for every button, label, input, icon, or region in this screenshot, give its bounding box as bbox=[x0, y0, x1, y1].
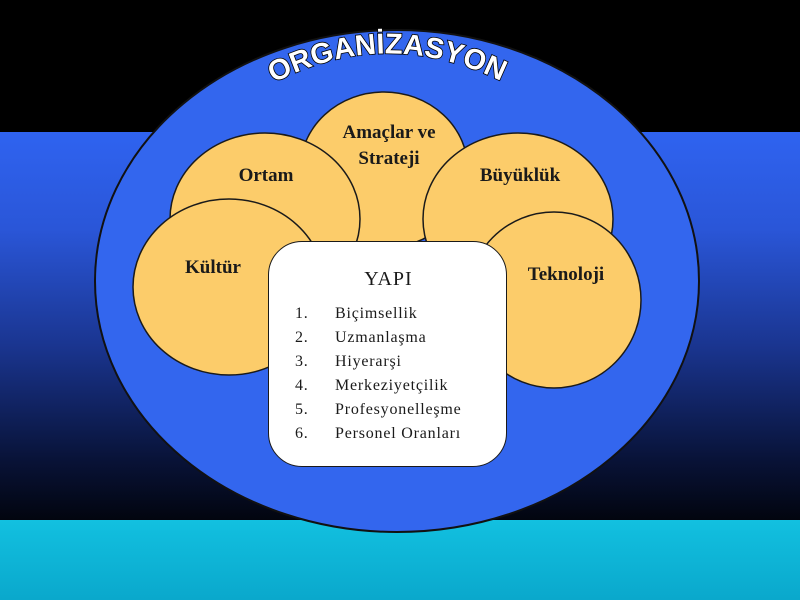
list-item-label: Merkeziyetçilik bbox=[335, 377, 449, 394]
list-item-number: 6. bbox=[295, 425, 309, 442]
label-amaclar-line2: Strateji bbox=[358, 148, 419, 169]
list-item-label: Personel Oranları bbox=[335, 425, 462, 442]
list-item: 4. Merkeziyetçilik bbox=[295, 374, 462, 398]
background-bottom-band bbox=[0, 520, 800, 600]
list-item: 5. Profesyonelleşme bbox=[295, 398, 462, 422]
list-item-number: 1. bbox=[295, 305, 309, 322]
list-item-number: 5. bbox=[295, 401, 309, 418]
list-item-label: Biçimsellik bbox=[335, 305, 418, 322]
list-item: 3. Hiyerarşi bbox=[295, 350, 462, 374]
yapi-title: YAPI bbox=[364, 268, 413, 290]
list-item-number: 3. bbox=[295, 353, 309, 370]
list-item-label: Hiyerarşi bbox=[335, 353, 402, 370]
list-item: 1. Biçimsellik bbox=[295, 302, 462, 326]
list-item-label: Profesyonelleşme bbox=[335, 401, 462, 418]
label-buyukluk: Büyüklük bbox=[480, 165, 561, 186]
list-item-label: Uzmanlaşma bbox=[335, 329, 427, 346]
label-amaclar-line1: Amaçlar ve bbox=[342, 122, 435, 143]
list-item-number: 4. bbox=[295, 377, 309, 394]
yapi-structure-box: YAPI 1. Biçimsellik 2. Uzmanlaşma 3. Hiyera… bbox=[268, 241, 507, 467]
label-ortam: Ortam bbox=[239, 165, 294, 186]
label-teknoloji: Teknoloji bbox=[528, 264, 604, 285]
label-kultur: Kültür bbox=[185, 257, 242, 278]
list-item: 6. Personel Oranları bbox=[295, 422, 462, 446]
yapi-list: 1. Biçimsellik 2. Uzmanlaşma 3. Hiyerarşi 4… bbox=[295, 302, 462, 446]
list-item: 2. Uzmanlaşma bbox=[295, 326, 462, 350]
list-item-number: 2. bbox=[295, 329, 309, 346]
